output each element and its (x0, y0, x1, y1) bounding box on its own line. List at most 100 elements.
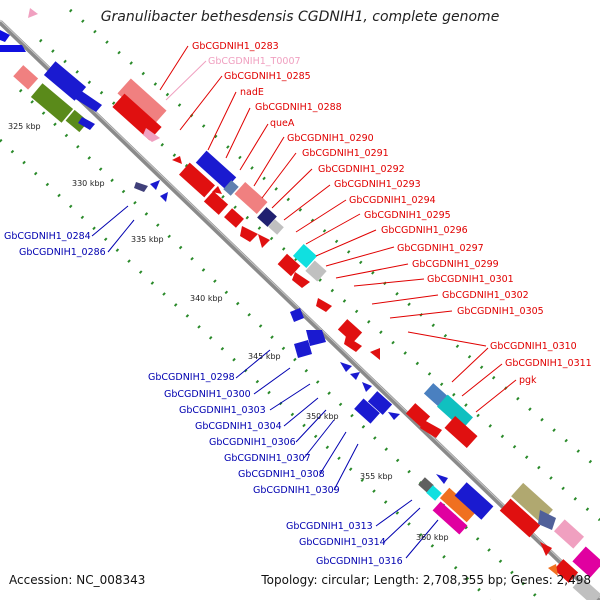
gene-feature (553, 559, 579, 583)
gene-label[interactable]: GbCGDNIH1_0302 (442, 290, 529, 301)
gene-feature (268, 219, 284, 235)
gene-label[interactable]: GbCGDNIH1_0300 (164, 389, 251, 400)
gene-feature (112, 93, 162, 141)
gene-feature (240, 226, 258, 242)
gene-label[interactable]: queA (270, 118, 295, 129)
gene-feature (43, 61, 87, 101)
gene-label[interactable]: nadE (240, 87, 264, 98)
gene-label[interactable]: GbCGDNIH1_T0007 (208, 56, 301, 67)
gene-feature (143, 128, 160, 142)
gene-label[interactable]: GbCGDNIH1_0305 (457, 306, 544, 317)
gene-label[interactable]: GbCGDNIH1_0291 (302, 148, 389, 159)
gene-label[interactable]: GbCGDNIH1_0297 (397, 243, 484, 254)
gene-label[interactable]: GbCGDNIH1_0311 (505, 358, 592, 369)
gene-feature (305, 260, 327, 282)
gene-feature (432, 501, 468, 535)
gene-feature (572, 577, 600, 600)
scale-labels: 325 kbp 330 kbp 335 kbp 340 kbp 345 kbp … (8, 122, 449, 542)
map-title: Granulibacter bethesdensis CGDNIH1, comp… (100, 9, 500, 25)
gene-features[interactable] (0, 8, 600, 600)
gene-label[interactable]: GbCGDNIH1_0293 (334, 179, 421, 190)
gene-feature (540, 542, 552, 556)
gene-feature (150, 180, 160, 190)
gene-feature (572, 546, 600, 578)
accession-label: Accession: NC_008343 (9, 573, 146, 587)
gene-feature (30, 83, 74, 123)
gene-label[interactable]: GbCGDNIH1_0299 (412, 259, 499, 270)
gene-feature (437, 394, 473, 430)
gene-feature (454, 482, 494, 520)
scale-label: 340 kbp (190, 294, 223, 303)
gene-feature (257, 207, 277, 227)
gene-label[interactable]: GbCGDNIH1_0301 (427, 274, 514, 285)
leader-lines (91, 45, 517, 559)
gene-label[interactable]: GbCGDNIH1_0290 (287, 133, 374, 144)
gene-label[interactable]: GbCGDNIH1_0308 (238, 469, 325, 480)
gene-feature (344, 336, 362, 352)
gene-feature (548, 564, 558, 576)
gene-feature (0, 30, 10, 42)
gene-label[interactable]: GbCGDNIH1_0316 (316, 556, 403, 567)
gene-feature (223, 180, 239, 196)
gene-label[interactable]: GbCGDNIH1_0295 (364, 210, 451, 221)
gene-feature (0, 45, 26, 52)
scale-label: 335 kbp (131, 235, 164, 244)
gene-feature (370, 348, 380, 360)
gene-feature (294, 340, 312, 358)
scale-label: 360 kbp (416, 533, 449, 542)
gene-feature (388, 412, 400, 420)
reverse-gene-labels: GbCGDNIH1_0284 GbCGDNIH1_0286 GbCGDNIH1_… (4, 231, 403, 567)
gene-feature (74, 90, 102, 112)
gene-feature (65, 109, 89, 133)
gene-feature (78, 117, 95, 130)
gene-label[interactable]: GbCGDNIH1_0304 (195, 421, 282, 432)
gene-label[interactable]: GbCGDNIH1_0286 (19, 247, 106, 258)
gene-label[interactable]: GbCGDNIH1_0310 (490, 341, 577, 352)
gene-feature (316, 298, 332, 312)
gene-feature (277, 253, 301, 277)
gene-feature (13, 65, 39, 90)
gene-label[interactable]: GbCGDNIH1_0298 (148, 372, 235, 383)
gene-label[interactable]: GbCGDNIH1_0284 (4, 231, 91, 242)
gene-feature (350, 372, 360, 380)
gene-label[interactable]: GbCGDNIH1_0313 (286, 521, 373, 532)
gene-feature (436, 474, 448, 484)
gene-label[interactable]: GbCGDNIH1_0288 (255, 102, 342, 113)
gene-feature (538, 510, 556, 530)
gene-label[interactable]: GbCGDNIH1_0292 (318, 164, 405, 175)
gene-feature (195, 150, 237, 190)
gene-feature (290, 308, 304, 322)
gene-feature (444, 416, 478, 448)
gene-feature (367, 391, 393, 415)
gene-label[interactable]: GbCGDNIH1_0309 (253, 485, 340, 496)
gene-label[interactable]: pgk (519, 375, 537, 386)
gene-feature (224, 208, 244, 228)
gene-feature (362, 382, 372, 392)
gene-label[interactable]: GbCGDNIH1_0285 (224, 71, 311, 82)
gene-label[interactable]: GbCGDNIH1_0307 (224, 453, 311, 464)
gene-feature (423, 383, 449, 407)
gene-feature (172, 156, 182, 164)
gene-feature (203, 191, 229, 215)
gene-label[interactable]: GbCGDNIH1_0303 (179, 405, 266, 416)
gene-feature (420, 420, 442, 438)
gene-feature (439, 487, 477, 523)
scale-label: 330 kbp (72, 179, 105, 188)
gene-feature (212, 186, 222, 194)
scale-label: 345 kbp (248, 352, 281, 361)
gene-label[interactable]: GbCGDNIH1_0296 (381, 225, 468, 236)
gene-feature (553, 519, 585, 549)
gene-label[interactable]: GbCGDNIH1_0283 (192, 41, 279, 52)
gene-label[interactable]: GbCGDNIH1_0306 (209, 437, 296, 448)
gene-feature (160, 192, 168, 202)
gene-feature (117, 78, 167, 126)
gene-feature (340, 362, 352, 372)
genome-summary: Topology: circular; Length: 2,708,355 bp… (261, 573, 591, 587)
gene-label[interactable]: GbCGDNIH1_0314 (299, 537, 386, 548)
gene-feature (306, 330, 326, 346)
gene-feature (258, 234, 270, 248)
gene-label[interactable]: GbCGDNIH1_0294 (349, 195, 436, 206)
scale-label: 350 kbp (306, 412, 339, 421)
gene-feature (426, 485, 442, 501)
